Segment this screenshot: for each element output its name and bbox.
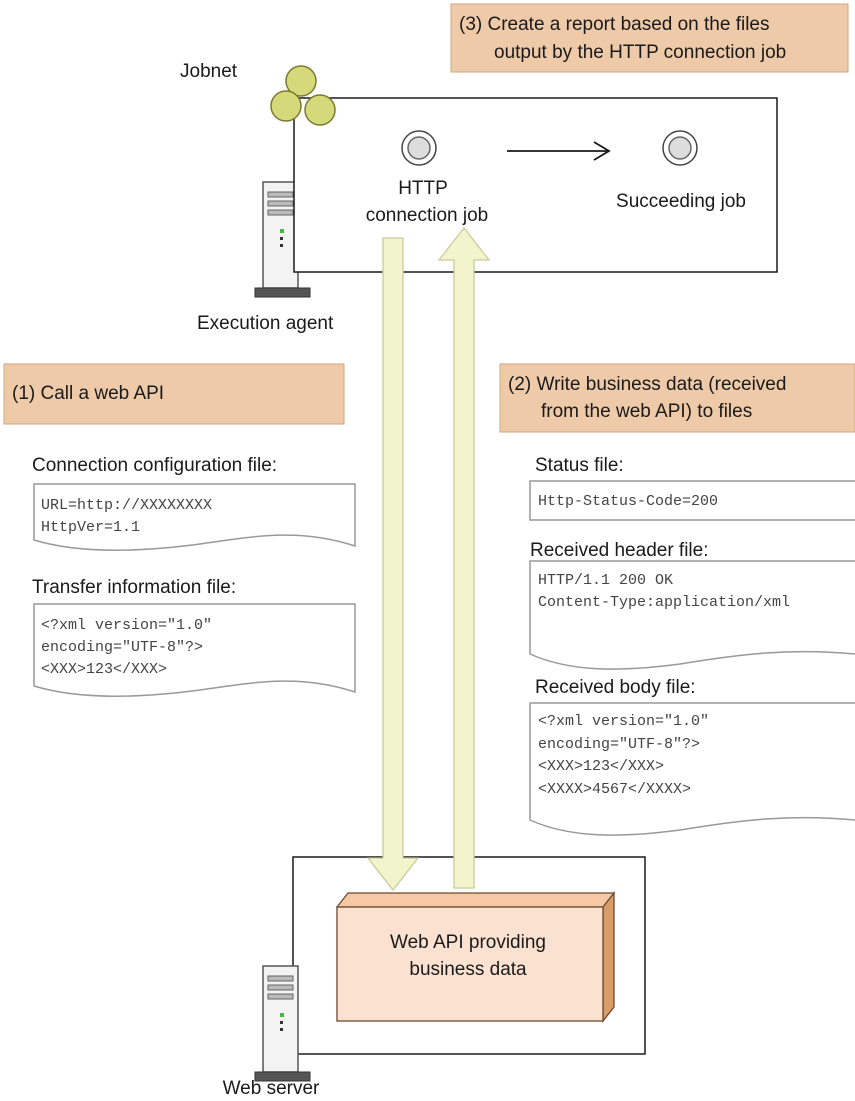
step2-callout-line1: (2) Write business data (received	[508, 374, 786, 395]
received-body-line-3: <XXX>123</XXX>	[538, 758, 664, 775]
flow-arrow-icon	[507, 141, 611, 161]
received-header-line-2: Content-Type:application/xml	[538, 594, 790, 611]
jobnet-icon	[270, 65, 336, 126]
web-api-label-line1: Web API providing	[390, 932, 546, 953]
transfer-info-line-3: <XXX>123</XXX>	[41, 661, 167, 678]
received-body-line-1: <?xml version="1.0"	[538, 713, 709, 730]
step3-callout-line2: output by the HTTP connection job	[494, 42, 786, 63]
received-body-file-doc	[529, 702, 855, 836]
step2-callout-box	[499, 363, 855, 433]
step1-callout-box	[3, 363, 345, 425]
step1-callout-line1: (1) Call a web API	[12, 383, 164, 404]
web-api-label-line2: business data	[409, 959, 527, 980]
connection-config-line-2: HttpVer=1.1	[41, 519, 140, 536]
web-server-label: Web server	[223, 1078, 320, 1099]
received-header-file-title: Received header file:	[530, 540, 709, 561]
web-server-icon	[254, 965, 311, 1082]
succeeding-job-label: Succeeding job	[616, 191, 746, 212]
execution-agent-label: Execution agent	[197, 313, 334, 334]
execution-agent-server-icon	[254, 181, 311, 298]
status-file-title: Status file:	[535, 455, 624, 476]
received-body-line-2: encoding="UTF-8"?>	[538, 736, 700, 753]
received-header-file-doc	[529, 560, 855, 670]
connection-config-file-doc	[33, 483, 356, 552]
http-connection-job-icon	[401, 130, 437, 166]
jobnet-label: Jobnet	[180, 61, 238, 82]
received-body-line-4: <XXXX>4567</XXXX>	[538, 781, 691, 798]
response-up-arrow-icon	[437, 226, 491, 889]
transfer-info-line-2: encoding="UTF-8"?>	[41, 639, 203, 656]
call-down-arrow-icon	[366, 237, 420, 892]
received-header-line-1: HTTP/1.1 200 OK	[538, 572, 673, 589]
received-body-file-title: Received body file:	[535, 677, 696, 698]
jobnet-box	[293, 97, 778, 273]
status-file-line-1: Http-Status-Code=200	[538, 493, 718, 510]
transfer-info-file-title: Transfer information file:	[32, 577, 236, 598]
http-job-label-line2: connection job	[366, 205, 489, 226]
connection-config-line-1: URL=http://XXXXXXXX	[41, 497, 212, 514]
step3-callout-box	[450, 3, 849, 73]
web-api-box	[335, 891, 616, 1023]
step2-callout-line2: from the web API) to files	[541, 401, 752, 422]
transfer-info-line-1: <?xml version="1.0"	[41, 617, 212, 634]
status-file-doc	[529, 480, 855, 521]
http-job-label-line1: HTTP	[398, 178, 448, 199]
succeeding-job-icon	[662, 130, 698, 166]
step3-callout-line1: (3) Create a report based on the files	[459, 14, 770, 35]
transfer-info-file-doc	[33, 603, 356, 698]
connection-config-file-title: Connection configuration file:	[32, 455, 277, 476]
